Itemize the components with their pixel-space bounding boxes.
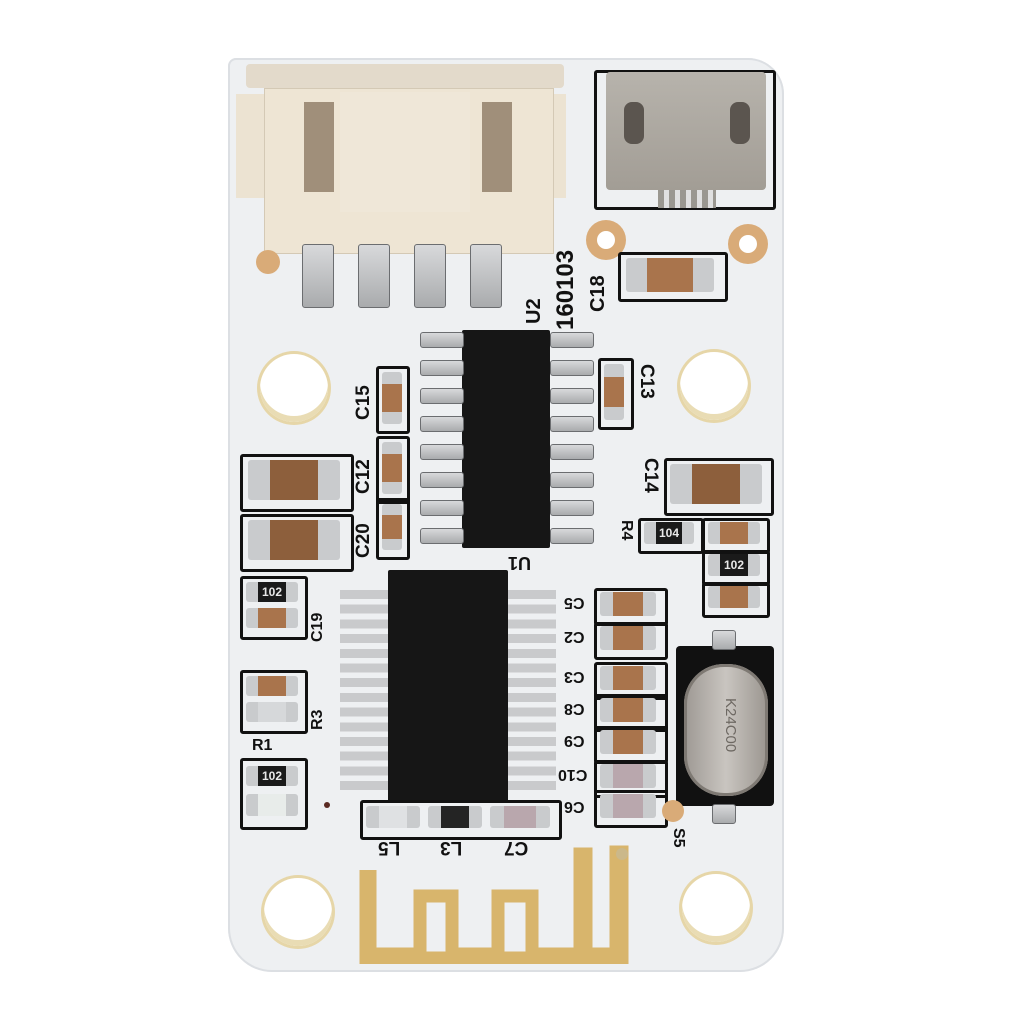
- pcb-antenna: [359, 845, 629, 964]
- pad-via: [256, 250, 280, 274]
- jst-connector: [236, 64, 566, 254]
- resistor-102: 102: [708, 554, 760, 576]
- u1-pins-right: [508, 590, 556, 796]
- label-c8: C8: [564, 700, 585, 717]
- mounting-hole: [680, 352, 748, 420]
- label-c18: C18: [587, 275, 609, 312]
- capacitor-c9: [600, 730, 656, 754]
- mounting-hole: [260, 354, 328, 422]
- mounting-via-right: [728, 224, 768, 264]
- label-r4: R4: [618, 520, 635, 541]
- label-c15: C15: [353, 385, 374, 420]
- crystal-oscillator: K24C00: [684, 664, 768, 796]
- date-code: 160103: [552, 249, 579, 330]
- label-c10: C10: [558, 766, 588, 783]
- label-s5: S5: [670, 828, 687, 848]
- capacitor-c12: [382, 442, 402, 494]
- resistor-102: 102: [246, 766, 298, 786]
- capacitor-c19: [246, 608, 298, 628]
- capacitor-c2: [600, 626, 656, 650]
- capacitor-c3b: [600, 666, 656, 690]
- crystal-lead-top: [712, 630, 736, 650]
- jst-pin-4: [470, 244, 502, 308]
- label-c5: C5: [564, 594, 585, 611]
- crystal-marking: K24C00: [722, 698, 739, 753]
- capacitor-large: [248, 520, 340, 560]
- resistor-r3: [246, 702, 298, 722]
- label-u2: U2: [523, 298, 545, 324]
- capacitor-c18: [626, 258, 714, 292]
- pad-via: [662, 800, 684, 822]
- capacitor-c8: [600, 698, 656, 722]
- capacitor: [708, 522, 760, 544]
- label-u1: U1: [508, 553, 532, 573]
- resistor-104: 104: [644, 522, 694, 544]
- chip-u1-main: [388, 570, 508, 802]
- resistor-102: 102: [246, 582, 298, 602]
- capacitor-c13: [604, 364, 624, 420]
- capacitor-c6: [600, 794, 656, 818]
- label-c12: C12: [353, 459, 374, 494]
- jst-pin-2: [358, 244, 390, 308]
- test-point: [324, 802, 330, 808]
- capacitor-c7: [490, 806, 550, 828]
- antenna-feed-via: [616, 848, 628, 860]
- capacitor-c5: [600, 592, 656, 616]
- u1-pins-left: [340, 590, 388, 796]
- mounting-via-left: [586, 220, 626, 260]
- capacitor-large: [248, 460, 340, 500]
- jst-pin-1: [302, 244, 334, 308]
- label-c14: C14: [640, 458, 661, 493]
- capacitor-c20: [382, 504, 402, 550]
- inductor-l5: [366, 806, 420, 828]
- led-indicator: [246, 794, 298, 816]
- micro-usb-port: [606, 72, 766, 208]
- pcb-board: 160103 U2 C18 U1 C15 C12 C20: [228, 58, 784, 972]
- label-r3-c3: R3: [309, 709, 326, 730]
- label-c9: C9: [564, 732, 585, 749]
- label-c6: C6: [564, 798, 585, 815]
- crystal-lead-bottom: [712, 804, 736, 824]
- capacitor: [708, 586, 760, 608]
- chip-u2: [462, 330, 550, 548]
- label-c19: C19: [309, 612, 326, 642]
- capacitor-c15: [382, 372, 402, 424]
- capacitor-c14: [670, 464, 762, 504]
- inductor-l3: [428, 806, 482, 828]
- label-c3: C3: [564, 668, 585, 685]
- capacitor-c3: [246, 676, 298, 696]
- jst-pin-3: [414, 244, 446, 308]
- label-r1: R1: [252, 737, 273, 754]
- label-c2: C2: [564, 628, 585, 645]
- label-c13: C13: [636, 364, 657, 399]
- mounting-hole: [682, 874, 750, 942]
- capacitor-c10: [600, 764, 656, 788]
- label-c20: C20: [353, 523, 374, 558]
- mounting-hole: [264, 878, 332, 946]
